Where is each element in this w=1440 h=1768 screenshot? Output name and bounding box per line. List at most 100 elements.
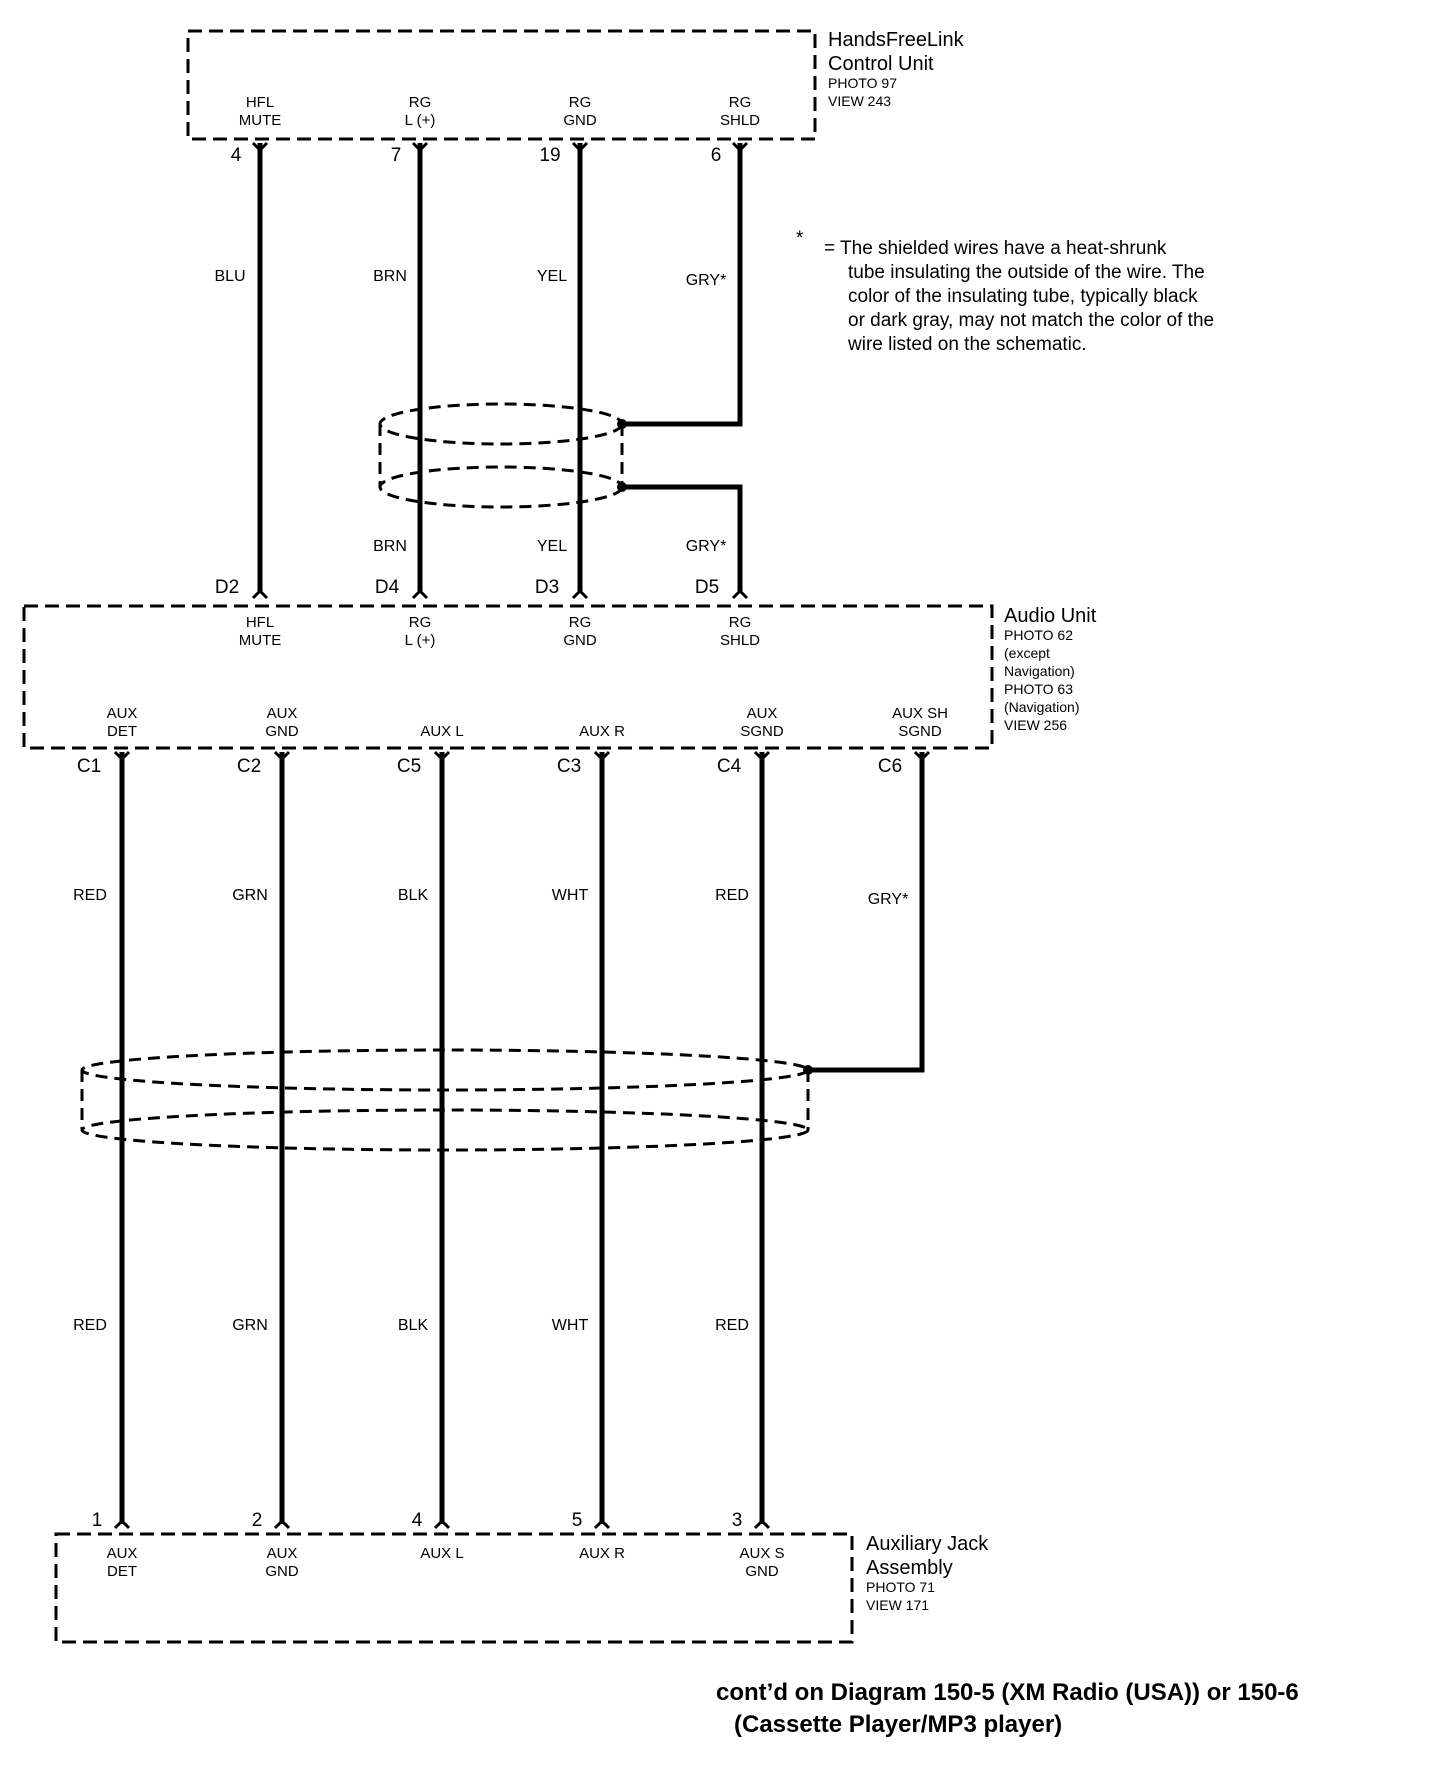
- wire-color-label: BLU: [214, 268, 245, 285]
- audio-pin-label: GND: [265, 723, 299, 740]
- hfl-pin-label: RG: [409, 94, 432, 111]
- terminal-icon: [411, 588, 429, 600]
- terminal-icon: [411, 141, 429, 153]
- hfl-pin-label: SHLD: [720, 112, 760, 129]
- aux-jack-ref: PHOTO 71: [866, 1579, 935, 1595]
- hfl-pin-number: 6: [711, 145, 722, 166]
- audio-pin-number: D2: [215, 577, 239, 598]
- wire-color-label: RED: [715, 1317, 749, 1334]
- audio-pin-number: C6: [878, 756, 902, 777]
- hfl-ref-2: VIEW 243: [828, 93, 891, 109]
- terminal-icon: [753, 1518, 771, 1530]
- continuation-note: cont’d on Diagram 150-5 (XM Radio (USA))…: [716, 1679, 1299, 1738]
- hfl-title-2: Control Unit: [828, 53, 934, 75]
- audio-pin-number: C5: [397, 756, 421, 777]
- terminal-icon: [113, 1518, 131, 1530]
- shield-splice-dot: [617, 419, 627, 429]
- shield-splice-dot: [803, 1065, 813, 1075]
- note-line: = The shielded wires have a heat-shrunk: [824, 238, 1167, 259]
- aux-pin-number: 2: [252, 1510, 263, 1531]
- aux-pin-label: AUX: [107, 1545, 138, 1562]
- shield-ring-top: [378, 402, 624, 446]
- audio-unit-box: [22, 604, 994, 750]
- shield-ring-top: [80, 1048, 810, 1092]
- audio-pin-number: C2: [237, 756, 261, 777]
- audio-pin-label: AUX: [267, 705, 298, 722]
- terminal-icon: [273, 750, 291, 762]
- wire-color-label: BRN: [373, 538, 407, 555]
- audio-pin-label: AUX R: [579, 723, 625, 740]
- wire-gry-lower: [622, 484, 743, 593]
- aux-pin-number: 4: [412, 1510, 423, 1531]
- wire-color-label: RED: [73, 887, 107, 904]
- wire-color-label: WHT: [552, 1317, 589, 1334]
- audio-pin-label: AUX L: [420, 723, 463, 740]
- audio-unit-title: Audio Unit: [1004, 605, 1097, 627]
- aux-jack-box: [54, 1532, 854, 1644]
- audio-unit-ref: (Navigation): [1004, 699, 1079, 715]
- aux-jack-ref: VIEW 171: [866, 1597, 929, 1613]
- audio-pin-label: RG: [729, 614, 752, 631]
- terminal-icon: [273, 1518, 291, 1530]
- wire-color-label: GRY*: [686, 538, 727, 555]
- audio-pin-label: RG: [409, 614, 432, 631]
- aux-jack-title-1: Auxiliary Jack: [866, 1533, 989, 1555]
- terminal-icon: [571, 588, 589, 600]
- audio-unit: Audio Unit PHOTO 62 (except Navigation) …: [22, 604, 1097, 777]
- audio-unit-ref: Navigation): [1004, 663, 1075, 679]
- audio-aux-wires: RED GRN BLK WHT RED GRY* RED GRN BLK WHT…: [73, 750, 931, 1531]
- audio-pin-label: L (+): [405, 632, 436, 649]
- audio-pin-number: D5: [695, 577, 719, 598]
- audio-pin-label: SHLD: [720, 632, 760, 649]
- shield-splice-dot: [617, 482, 627, 492]
- hfl-pin-number: 19: [539, 145, 560, 166]
- aux-jack-title-2: Assembly: [866, 1557, 953, 1579]
- terminal-icon: [913, 750, 931, 762]
- hfl-title-1: HandsFreeLink: [828, 29, 965, 51]
- terminal-icon: [571, 141, 589, 153]
- audio-pin-label: AUX: [107, 705, 138, 722]
- aux-pin-label: DET: [107, 1563, 137, 1580]
- audio-pin-number: C3: [557, 756, 581, 777]
- wire-gry-shield: [808, 752, 925, 1073]
- terminal-icon: [433, 1518, 451, 1530]
- hfl-audio-wires: BLU BRN YEL GRY* BRN YEL GRY* D2 D4 D3 D…: [214, 141, 749, 600]
- hfl-pin-label: GND: [563, 112, 597, 129]
- wire-color-label: YEL: [537, 538, 567, 555]
- hfl-box: [186, 29, 817, 141]
- wire-color-label: BLK: [398, 1317, 429, 1334]
- terminal-icon: [593, 1518, 611, 1530]
- aux-pin-label: GND: [265, 1563, 299, 1580]
- hfl-pin-label: MUTE: [239, 112, 282, 129]
- hfl-pin-label: RG: [729, 94, 752, 111]
- note-line: wire listed on the schematic.: [847, 334, 1087, 355]
- terminal-icon: [731, 588, 749, 600]
- hfl-pin-number: 4: [231, 145, 242, 166]
- terminal-icon: [251, 141, 269, 153]
- wire-color-label: RED: [715, 887, 749, 904]
- wire-color-label: RED: [73, 1317, 107, 1334]
- audio-pin-label: AUX: [747, 705, 778, 722]
- audio-pin-number: D4: [375, 577, 400, 598]
- note-asterisk: *: [796, 228, 804, 249]
- audio-pin-label: GND: [563, 632, 597, 649]
- continuation-line-1: cont’d on Diagram 150-5 (XM Radio (USA))…: [716, 1679, 1299, 1706]
- audio-unit-ref: PHOTO 62: [1004, 627, 1073, 643]
- hfl-control-unit: HandsFreeLink Control Unit PHOTO 97 VIEW…: [186, 29, 965, 166]
- audio-unit-ref: (except: [1004, 645, 1050, 661]
- hfl-pin-number: 7: [391, 145, 402, 166]
- wire-color-label: GRN: [232, 1317, 268, 1334]
- wire-color-label: GRY*: [686, 272, 727, 289]
- terminal-icon: [251, 588, 269, 600]
- audio-pin-label: RG: [569, 614, 592, 631]
- shielded-wire-note: * = The shielded wires have a heat-shrun…: [796, 228, 1214, 355]
- wire-gry-upper: [622, 143, 743, 427]
- wire-color-label: BRN: [373, 268, 407, 285]
- audio-unit-ref: PHOTO 63: [1004, 681, 1073, 697]
- hfl-pin-label: L (+): [405, 112, 436, 129]
- audio-pin-number: C1: [77, 756, 101, 777]
- terminal-icon: [113, 750, 131, 762]
- hfl-pin-label: RG: [569, 94, 592, 111]
- audio-pin-number: C4: [717, 756, 742, 777]
